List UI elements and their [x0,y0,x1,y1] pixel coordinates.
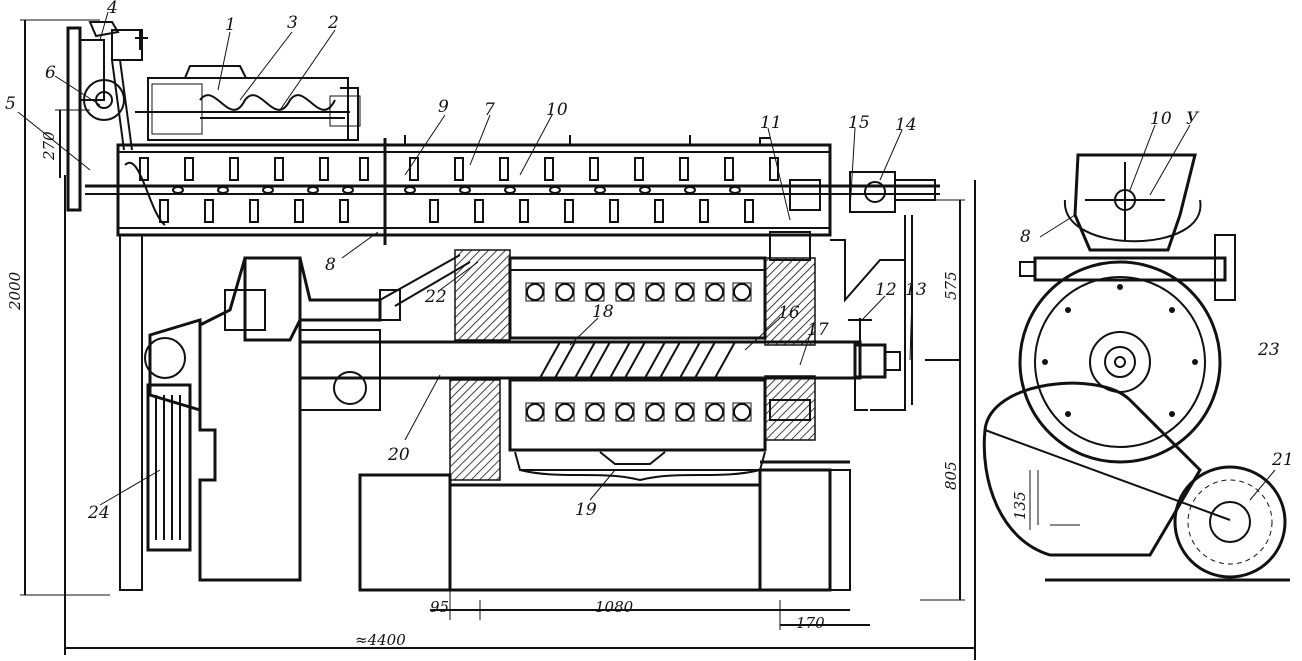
paddles-top [139,157,779,181]
label-side-10: 10 [1150,109,1172,129]
label-22: 22 [424,287,447,307]
dim-4400: ≈4400 [355,631,406,649]
label-17: 17 [807,320,829,340]
label-side-y: У [1186,109,1200,129]
label-18: 18 [592,302,614,322]
dimension-lines [20,19,1031,660]
paddles-bottom [159,199,754,223]
dim-270: 270 [40,131,58,161]
label-15: 15 [848,113,870,133]
top-drive-assembly [66,21,361,212]
label-12: 12 [875,280,897,300]
dim-1080: 1080 [595,598,634,616]
label-6: 6 [45,63,56,83]
dim-95: 95 [430,598,449,616]
label-11: 11 [760,113,782,133]
label-5: 5 [5,94,16,114]
dimension-texts: 2000 270 575 805 95 1080 170 ≈4400 135 [6,131,1029,649]
machine-base [119,234,851,592]
label-16: 16 [778,303,800,323]
label-2: 2 [327,13,339,33]
label-13: 13 [905,280,927,300]
label-21: 21 [1271,450,1294,470]
electric-motor-24 [146,383,192,552]
dim-575: 575 [942,271,960,300]
gear-reducer [144,256,381,582]
press-housing [243,215,913,482]
dim-2000: 2000 [6,271,24,311]
label-3: 3 [287,13,298,33]
label-20: 20 [387,445,410,465]
label-14: 14 [895,115,917,135]
label-19: 19 [575,500,597,520]
barrel-bolts-bottom [525,402,752,422]
barrel-bolts-top [525,282,752,302]
label-10: 10 [546,100,568,120]
conditioner-drum [85,135,940,245]
label-1: 1 [225,15,236,35]
label-7: 7 [484,100,495,120]
dim-135: 135 [1011,491,1029,520]
label-9: 9 [438,97,449,117]
dim-170: 170 [796,614,825,632]
shaft-keys [172,186,741,194]
label-8: 8 [325,255,336,275]
dim-805: 805 [942,461,960,490]
leader-lines [17,11,1276,506]
label-side-8: 8 [1020,227,1031,247]
label-24: 24 [87,503,110,523]
label-4: 4 [106,0,118,18]
label-23: 23 [1257,340,1280,360]
part-labels: 1 2 3 4 5 6 7 8 9 10 11 12 13 14 15 16 1… [5,0,1294,523]
